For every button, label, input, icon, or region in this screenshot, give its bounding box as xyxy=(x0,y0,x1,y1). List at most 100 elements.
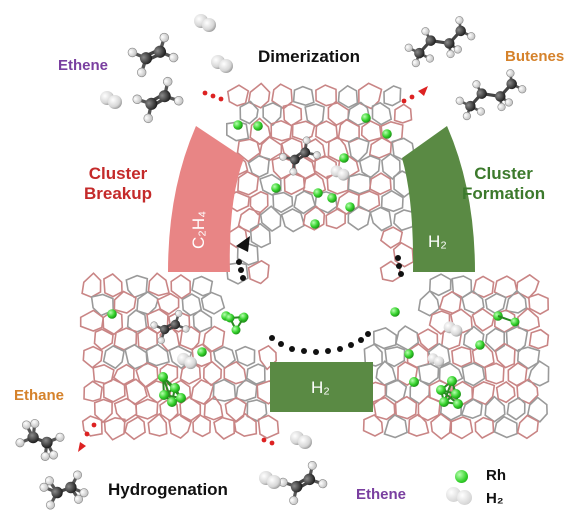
rh-cluster-atom xyxy=(436,385,446,395)
hydrogen-atom xyxy=(21,420,31,430)
red-arrow-head xyxy=(418,86,428,96)
rh-clusters xyxy=(107,113,520,409)
framework-ring xyxy=(82,345,104,369)
framework-ring xyxy=(528,328,550,350)
hydrogen-atom xyxy=(313,151,321,159)
framework-ring xyxy=(135,398,159,420)
ethene-molecule-in-pore xyxy=(150,309,190,345)
hydrogen-atom xyxy=(127,47,138,58)
carbon-atom xyxy=(414,47,425,59)
red-path-dot xyxy=(91,422,97,428)
carbon-atom xyxy=(41,436,53,449)
framework-ring xyxy=(168,310,191,333)
hydrogen-atom xyxy=(45,500,55,510)
carbon-atom xyxy=(303,473,316,486)
rh-cluster-atom xyxy=(225,313,235,323)
hydrogen-atom xyxy=(455,16,464,25)
bottom-right-framework xyxy=(362,273,550,440)
hydrogen-atom xyxy=(279,153,287,161)
hydrogen-atom xyxy=(168,52,179,63)
framework-ring xyxy=(394,395,418,420)
path-dot xyxy=(358,337,364,343)
rh-cluster-atom xyxy=(447,376,457,386)
hydrogen-atom xyxy=(476,107,486,116)
cluster-formation-label: Cluster Formation xyxy=(462,164,546,203)
path-dot xyxy=(240,275,246,281)
hydrogen-atom xyxy=(15,438,25,448)
h2-molecule xyxy=(211,55,233,73)
framework-ring xyxy=(372,327,398,350)
framework-ring xyxy=(181,293,203,317)
framework-ring xyxy=(233,412,258,438)
framework-ring xyxy=(527,293,550,316)
framework-ring xyxy=(102,378,126,403)
framework-ring xyxy=(450,416,474,440)
framework-ring xyxy=(234,345,256,367)
framework-ring xyxy=(302,205,326,231)
rh-atom xyxy=(107,309,117,319)
rh-cluster-atom xyxy=(453,399,463,409)
framework-ring xyxy=(505,289,528,314)
framework-ring xyxy=(124,416,146,441)
h2-atom xyxy=(202,18,216,32)
framework-ring xyxy=(168,413,193,440)
rh-cluster-atom xyxy=(439,397,449,407)
top-framework xyxy=(225,82,416,285)
framework-ring xyxy=(102,309,124,336)
bottom-left-framework xyxy=(79,272,280,441)
framework-ring xyxy=(380,189,404,213)
ethene-molecule xyxy=(278,460,328,506)
rh-cluster-atom xyxy=(451,389,461,399)
rh-atom xyxy=(197,347,207,357)
framework-ring xyxy=(135,361,159,388)
carbon-atom xyxy=(506,78,517,90)
framework-ring xyxy=(360,120,383,143)
carbon-atom xyxy=(145,97,158,110)
rh-cluster-atom xyxy=(231,325,241,335)
framework-ring xyxy=(474,416,495,439)
h2-molecule xyxy=(330,165,350,181)
hydrogen-atom xyxy=(163,76,173,87)
hydrogen-atom xyxy=(455,96,464,105)
framework-ring xyxy=(516,378,539,405)
framework-ring xyxy=(113,290,137,314)
red-path-dot xyxy=(202,90,208,96)
framework-ring xyxy=(472,275,495,298)
framework-ring xyxy=(236,243,259,266)
carbon-atom xyxy=(289,154,300,165)
h2-molecule xyxy=(100,91,122,109)
framework-ring xyxy=(170,274,192,300)
framework-ring xyxy=(407,413,430,437)
rh-atom xyxy=(475,340,485,350)
framework-ring xyxy=(213,416,236,440)
rh-atom xyxy=(310,219,320,229)
hydrogen-atom xyxy=(302,136,311,145)
framework-ring xyxy=(325,207,347,230)
framework-ring xyxy=(347,136,370,163)
hydrogen-atom xyxy=(73,470,83,480)
framework-ring xyxy=(247,82,271,109)
framework-ring xyxy=(337,84,359,109)
framework-ring xyxy=(347,173,372,195)
hydrogen-atom xyxy=(467,32,476,41)
hydrogen-atom xyxy=(421,27,430,36)
h2-atom xyxy=(108,95,122,109)
framework-ring xyxy=(460,398,483,420)
hydrogen-atom xyxy=(472,80,481,89)
framework-ring xyxy=(191,343,213,368)
hydrogen-atom xyxy=(518,85,527,94)
framework-ring xyxy=(147,272,170,297)
framework-ring xyxy=(327,100,350,127)
framework-ring xyxy=(506,396,526,421)
framework-ring xyxy=(81,272,102,298)
framework-ring xyxy=(451,346,473,368)
framework-ring xyxy=(126,309,148,334)
h2-molecule xyxy=(443,321,463,337)
rh-cluster-atom xyxy=(167,397,177,407)
framework-ring xyxy=(507,362,528,387)
framework-ring xyxy=(137,325,159,351)
framework-ring xyxy=(417,362,440,385)
framework-ring xyxy=(103,416,126,441)
framework-ring xyxy=(179,396,202,423)
